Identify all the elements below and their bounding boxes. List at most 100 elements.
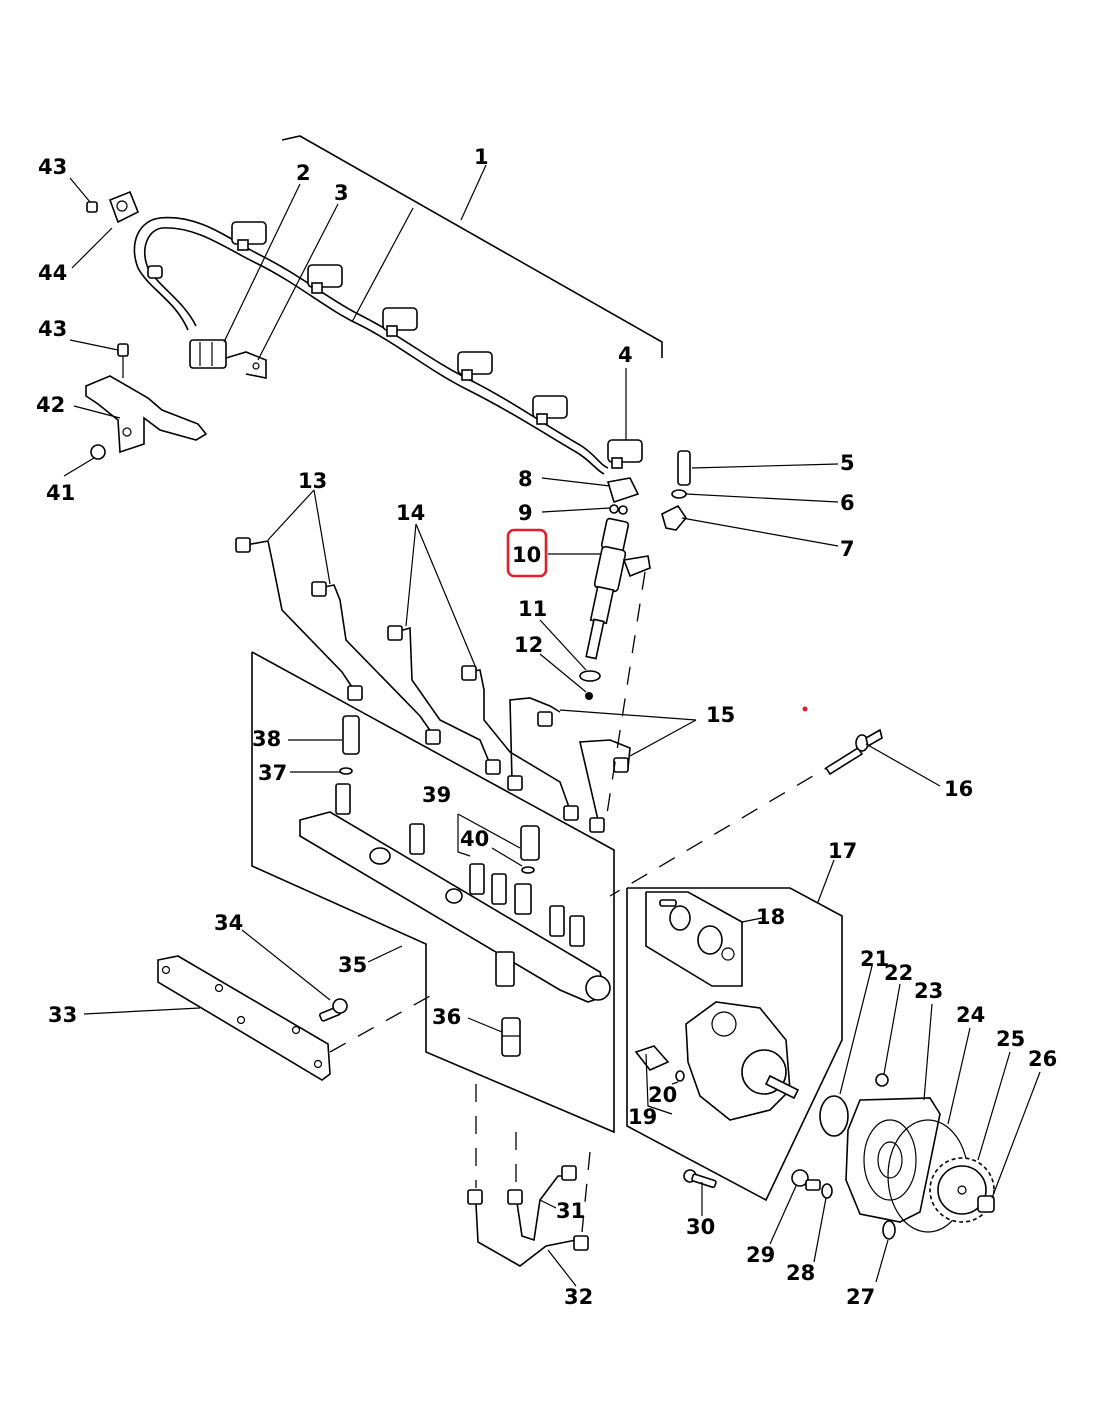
callout-22[interactable]: 22 [884, 961, 913, 985]
callout-30[interactable]: 30 [686, 1215, 715, 1239]
callout-29[interactable]: 29 [746, 1243, 775, 1267]
callout-24[interactable]: 24 [956, 1003, 985, 1027]
callout-23[interactable]: 23 [914, 979, 943, 1003]
callout-2[interactable]: 2 [296, 161, 311, 185]
callout-20[interactable]: 20 [648, 1083, 677, 1107]
callout-14[interactable]: 14 [396, 501, 425, 525]
high-pressure-pump [685, 1001, 800, 1121]
callout-5[interactable]: 5 [840, 451, 855, 475]
sensor-36 [501, 1017, 521, 1057]
bolt-5 [677, 450, 691, 486]
limiter-38 [342, 715, 360, 755]
callout-19[interactable]: 19 [628, 1105, 657, 1129]
pin-16 [824, 728, 883, 776]
harness-connector [307, 264, 343, 294]
callout-31[interactable]: 31 [556, 1199, 585, 1223]
nut-26 [977, 1195, 995, 1213]
callout-43-bottom[interactable]: 43 [38, 317, 67, 341]
callout-1[interactable]: 1 [474, 145, 489, 169]
harness-connector [457, 351, 493, 381]
pipe-32 [467, 1189, 589, 1267]
callout-4[interactable]: 4 [618, 343, 633, 367]
common-rail-35 [299, 783, 611, 1003]
callout-15[interactable]: 15 [706, 703, 735, 727]
bolt-30 [683, 1169, 717, 1189]
washer-6 [671, 489, 687, 499]
callout-3[interactable]: 3 [334, 181, 349, 205]
harness-connector [382, 307, 418, 337]
callout-9[interactable]: 9 [518, 501, 533, 525]
washer-12 [585, 692, 593, 700]
callout-39[interactable]: 39 [422, 783, 451, 807]
callout-16[interactable]: 16 [944, 777, 973, 801]
seal-40 [521, 866, 535, 874]
callout-labels: 1 2 3 4 5 6 7 8 9 10 11 12 13 14 15 16 1… [36, 145, 1057, 1309]
housing-23 [845, 1097, 941, 1223]
common-rail-outline [251, 651, 615, 1134]
callout-25[interactable]: 25 [996, 1027, 1025, 1051]
nut-22 [875, 1073, 889, 1087]
callout-34[interactable]: 34 [214, 911, 243, 935]
callout-42[interactable]: 42 [36, 393, 65, 417]
o-ring-20 [675, 1070, 685, 1082]
callout-26[interactable]: 26 [1028, 1047, 1057, 1071]
pump-assembly-outline [626, 887, 843, 1202]
harness-connector-4 [607, 439, 643, 469]
callout-32[interactable]: 32 [564, 1285, 593, 1309]
red-marker-dot [802, 706, 808, 712]
callout-37[interactable]: 37 [258, 761, 287, 785]
main-connector [189, 339, 227, 369]
bolt-34 [319, 998, 348, 1022]
o-ring-27 [882, 1220, 896, 1240]
seal-37 [339, 767, 353, 775]
callout-13[interactable]: 13 [298, 469, 327, 493]
pump-sub-outline-18 [645, 891, 743, 987]
callout-44[interactable]: 44 [38, 261, 67, 285]
pipe-31 [507, 1165, 577, 1242]
leader-lines [63, 177, 1041, 1287]
sensor-19 [634, 1045, 670, 1071]
highlight-box-10 [506, 528, 548, 578]
clamp-44 [108, 190, 140, 224]
o-ring-11 [579, 670, 601, 682]
nut-41 [90, 444, 106, 460]
harness-connector [532, 395, 568, 425]
callout-17[interactable]: 17 [828, 839, 857, 863]
callout-41[interactable]: 41 [46, 481, 75, 505]
callout-40[interactable]: 40 [460, 827, 489, 851]
callout-33[interactable]: 33 [48, 1003, 77, 1027]
bracket-42 [85, 375, 208, 454]
callout-38[interactable]: 38 [252, 727, 281, 751]
callout-43-top[interactable]: 43 [38, 155, 67, 179]
fuel-line-14 [387, 625, 579, 821]
callout-12[interactable]: 12 [514, 633, 543, 657]
callout-36[interactable]: 36 [432, 1005, 461, 1029]
callout-35[interactable]: 35 [338, 953, 367, 977]
fuel-line-13 [235, 537, 441, 745]
callout-21[interactable]: 21 [860, 947, 889, 971]
plug-29 [791, 1169, 821, 1191]
callout-11[interactable]: 11 [518, 597, 547, 621]
rail-bracket-33 [157, 955, 331, 1081]
callout-28[interactable]: 28 [786, 1261, 815, 1285]
callout-6[interactable]: 6 [840, 491, 855, 515]
connector-bracket [225, 351, 267, 379]
connector-cap-8 [606, 477, 640, 504]
clamp-7 [661, 504, 687, 531]
harness-connector [231, 221, 267, 251]
injector-harness [133, 216, 643, 475]
bolt-43-top [86, 201, 98, 213]
seal-9 [609, 504, 628, 515]
harness-assembly-outline [281, 135, 663, 358]
washer-28 [821, 1183, 833, 1199]
fuel-line-15 [507, 697, 631, 833]
callout-7[interactable]: 7 [840, 537, 855, 561]
o-ring-21 [819, 1095, 849, 1137]
injector-10 [585, 517, 651, 660]
callout-18[interactable]: 18 [756, 905, 785, 929]
callout-8[interactable]: 8 [518, 467, 533, 491]
callout-10[interactable]: 10 [512, 543, 541, 567]
bolt-43-bottom [117, 343, 129, 378]
callout-27[interactable]: 27 [846, 1285, 875, 1309]
